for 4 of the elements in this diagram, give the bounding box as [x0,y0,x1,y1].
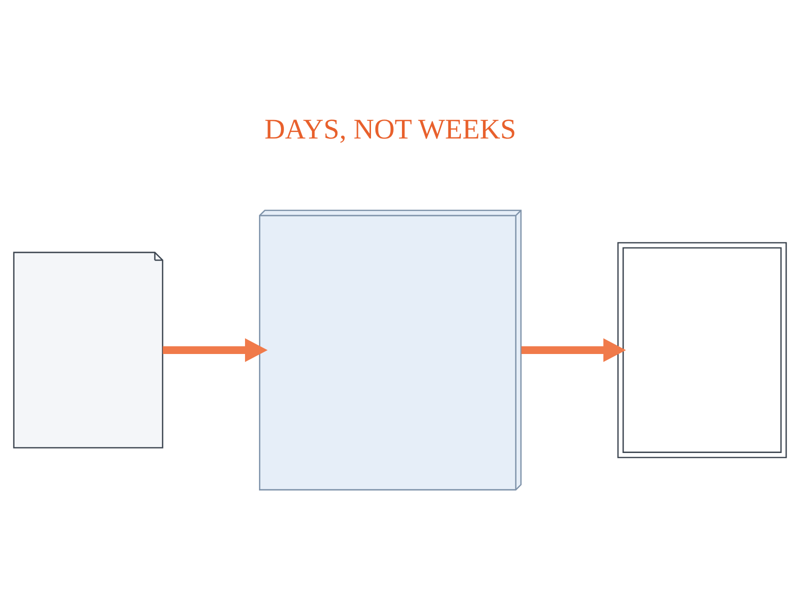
node-picture [617,242,787,458]
arrow [162,338,268,362]
arrow [521,338,626,362]
label: DAYS, NOT WEEKS [264,114,516,146]
